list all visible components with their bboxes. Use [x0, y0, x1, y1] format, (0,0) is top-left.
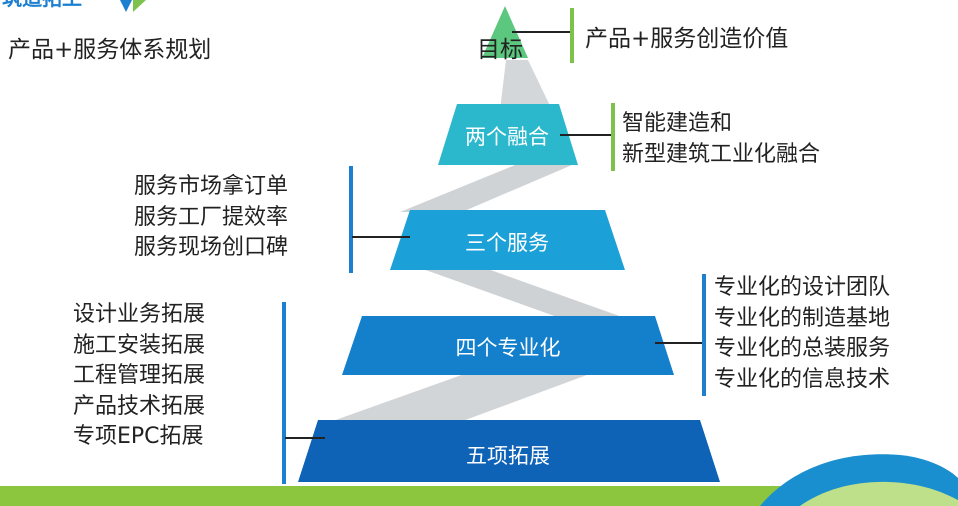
tier-1-item: 智能建造和: [622, 111, 733, 136]
tier-2-item: 服务市场拿订单: [134, 174, 289, 199]
tier-4-items: 设计业务拓展 施工安装拓展 工程管理拓展 产品技术拓展 专项EPC拓展: [73, 300, 205, 453]
tier-2-item: 服务现场创口碑: [134, 235, 289, 260]
tier-3-item: 专业化的总装服务: [714, 336, 891, 361]
ribbon-2: [400, 165, 572, 212]
ribbon-4: [330, 372, 595, 422]
tier-3-connector: [655, 342, 703, 344]
logo-text: 筑造拓工: [2, 0, 82, 13]
tier-2-label: 三个服务: [465, 231, 549, 255]
tier-4-label: 五项拓展: [466, 444, 550, 468]
logo-mark: [120, 0, 146, 12]
tier-1-bar: [611, 103, 615, 171]
tier-3-item: 专业化的制造基地: [714, 305, 891, 331]
ribbon-3: [420, 268, 625, 318]
tier-4-item: 设计业务拓展: [73, 302, 206, 327]
tier-4-item: 产品技术拓展: [73, 393, 206, 419]
goal-description: 产品+服务创造价值: [585, 26, 789, 52]
footer-wave-green: [800, 481, 958, 506]
footer-green-stripe: [0, 486, 958, 506]
goal-triangle: [482, 6, 528, 58]
goal-connector: [512, 31, 572, 33]
tier-3-shape: [342, 316, 674, 375]
tier-2-bar: [349, 166, 353, 273]
tier-3-items: 专业化的设计团队 专业化的制造基地 专业化的总装服务 专业化的信息技术: [714, 273, 890, 395]
tier-1-connector: [560, 134, 612, 136]
tier-4-item: 专项EPC拓展: [73, 424, 204, 449]
tier-4-shape: [298, 420, 720, 482]
tier-3-item: 专业化的设计团队: [714, 275, 891, 300]
ribbon-1: [500, 60, 552, 110]
tier-2-item: 服务工厂提效率: [134, 204, 289, 230]
tier-1-items: 智能建造和 新型建筑工业化融合: [622, 109, 820, 170]
goal-bar: [570, 8, 574, 63]
tier-3-bar: [702, 274, 706, 396]
tier-2-shape: [390, 210, 625, 270]
tier-4-item: 施工安装拓展: [73, 332, 206, 358]
tier-1-shape: [438, 104, 578, 165]
tier-3-label: 四个专业化: [455, 336, 561, 360]
page-subtitle: 产品+服务体系规划: [8, 37, 212, 63]
tier-1-item: 新型建筑工业化融合: [622, 141, 821, 167]
tier-4-connector: [285, 437, 325, 439]
tier-2-connector: [352, 236, 410, 238]
tier-4-item: 工程管理拓展: [73, 363, 206, 388]
goal-label: 目标: [477, 37, 523, 63]
tier-4-bar: [282, 302, 286, 484]
tier-1-label: 两个融合: [465, 125, 549, 149]
tier-2-items: 服务市场拿订单 服务工厂提效率 服务现场创口碑: [134, 172, 288, 264]
tier-3-item: 专业化的信息技术: [714, 366, 891, 392]
